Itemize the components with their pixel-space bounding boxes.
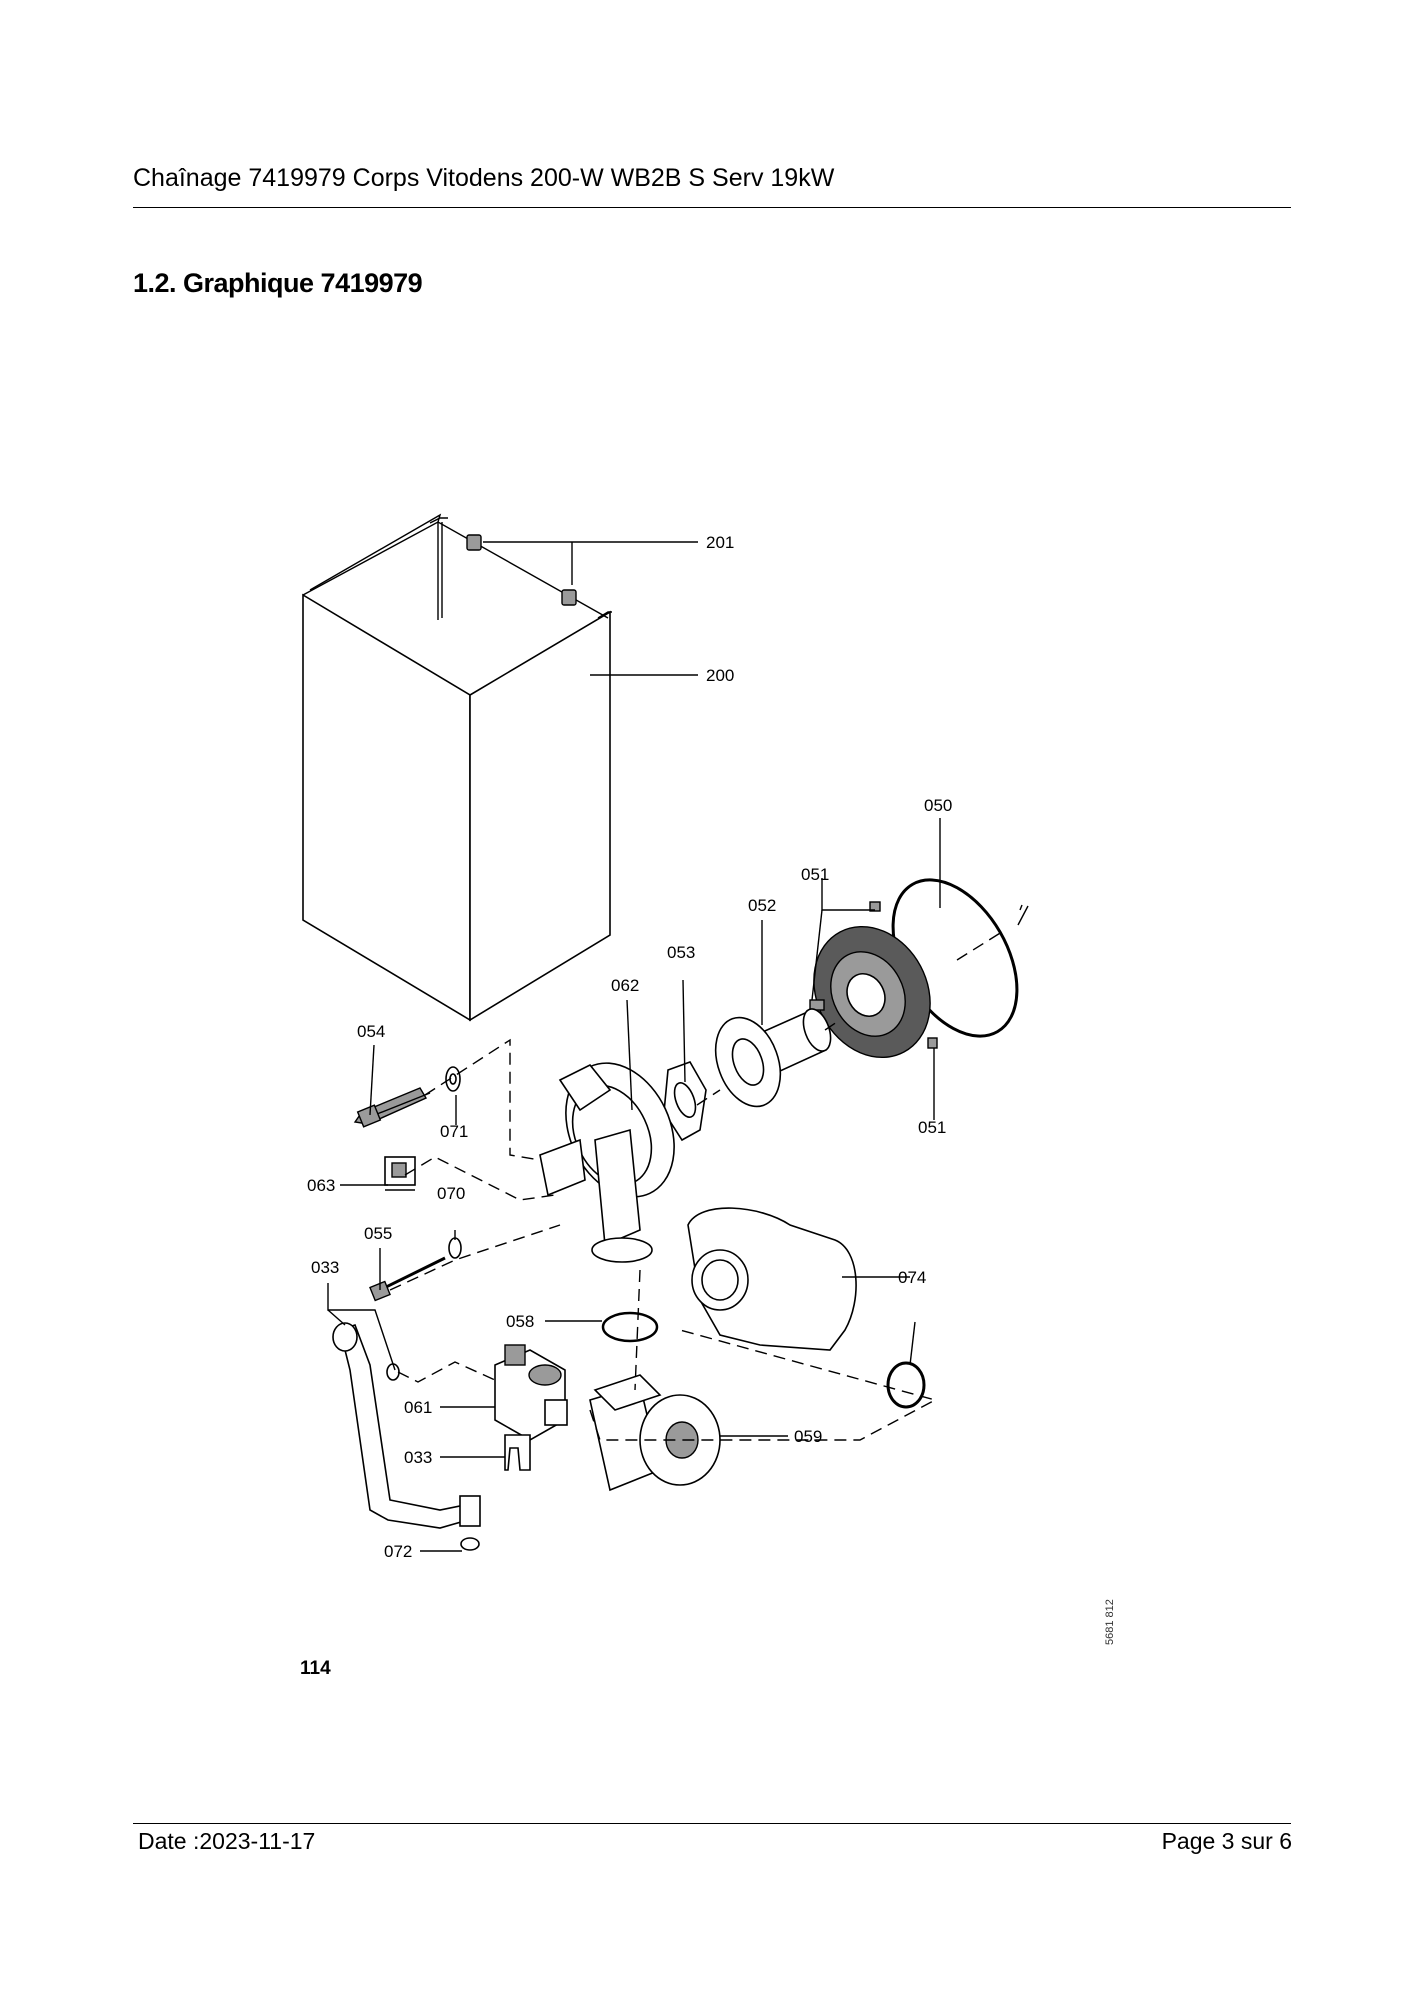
drawing-code: 5681 812 <box>1104 1599 1116 1645</box>
part-label: 055 <box>364 1224 392 1243</box>
sensor-part <box>384 1156 416 1191</box>
part-label: 052 <box>748 896 776 915</box>
part-label: 071 <box>440 1122 468 1141</box>
part-label: 033 <box>311 1258 339 1277</box>
part-label: 059 <box>794 1427 822 1446</box>
clip-part <box>466 534 577 606</box>
ionisation-gasket-part <box>448 1237 462 1259</box>
part-label: 074 <box>898 1268 926 1287</box>
ignition-electrode-part <box>353 1087 431 1128</box>
part-label: 054 <box>357 1022 385 1041</box>
electrode-gasket-part <box>445 1066 461 1092</box>
fan-part <box>589 1374 721 1492</box>
part-label: 201 <box>706 533 734 552</box>
gas-pipe-part <box>332 1322 481 1529</box>
part-label: 050 <box>924 796 952 815</box>
page-reference: 114 <box>300 1658 331 1679</box>
part-label: 070 <box>437 1184 465 1203</box>
ionisation-electrode-part <box>369 1256 446 1302</box>
part-label: 051 <box>918 1118 946 1137</box>
document-title: Chaînage 7419979 Corps Vitodens 200-W WB… <box>133 164 835 192</box>
burner-gasket-part <box>663 1061 707 1142</box>
footer-divider <box>133 1823 1291 1824</box>
burner-tube-part <box>714 1008 832 1108</box>
footer-page-number: Page 3 sur 6 <box>1161 1828 1292 1854</box>
pipe-clip-part <box>504 1434 531 1471</box>
assembly-dashed-lines <box>389 929 1006 1441</box>
pipe-seal-part <box>460 1537 480 1551</box>
burner-housing-part <box>539 1062 675 1263</box>
part-label: 058 <box>506 1312 534 1331</box>
part-label: 200 <box>706 666 734 685</box>
fan-gasket-part <box>601 1311 659 1343</box>
part-label: 061 <box>404 1398 432 1417</box>
part-label: 063 <box>307 1176 335 1195</box>
casing-cover-part <box>302 513 612 1022</box>
header-divider <box>133 207 1291 208</box>
pipe-gasket-part <box>886 1361 926 1409</box>
part-label: 033 <box>404 1448 432 1467</box>
part-label: 072 <box>384 1542 412 1561</box>
part-label: 051 <box>801 865 829 884</box>
footer-date: Date :2023-11-17 <box>138 1828 316 1854</box>
air-intake-pipe-part <box>687 1207 857 1351</box>
gas-valve-part <box>494 1344 568 1441</box>
part-label: 062 <box>611 976 639 995</box>
section-heading: 1.2. Graphique 7419979 <box>133 268 423 298</box>
label-leader-lines <box>327 541 941 1552</box>
pipe-o-ring-part <box>386 1363 400 1381</box>
part-label: 053 <box>667 943 695 962</box>
part-number-labels: 201 200 050 051 052 053 062 054 071 051 … <box>307 533 952 1561</box>
